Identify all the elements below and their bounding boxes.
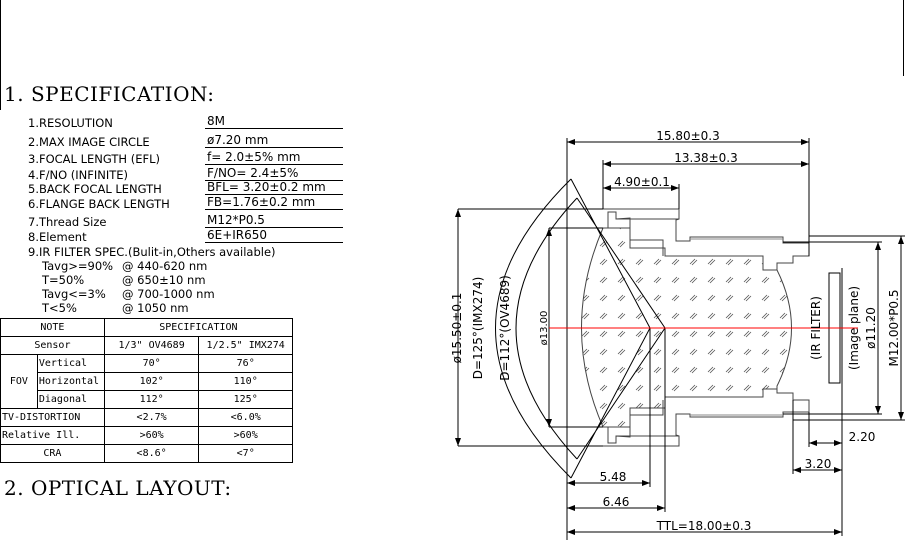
spec-value: BFL= 3.20±0.2 mm xyxy=(205,181,343,195)
dim-2-20: 2.20 xyxy=(849,430,876,444)
fov-label: FOV xyxy=(0,354,38,409)
spec-value: f= 2.0±5% mm xyxy=(205,151,343,165)
layout-title: 2. OPTICAL LAYOUT: xyxy=(4,476,232,500)
spec-label: 8.Element xyxy=(28,230,87,244)
dim-fov-125: D=125°(IMX274) xyxy=(471,277,485,380)
right-border xyxy=(903,0,904,76)
spec-value: M12*P0.5 xyxy=(205,214,343,228)
dim-6-46: 6.46 xyxy=(603,495,630,509)
spec-value: ø7.20 mm xyxy=(205,134,343,148)
dim-15-50: ø15.50±0.1 xyxy=(450,293,464,364)
ir-title: 9.IR FILTER SPEC.(Bulit-in,Others availa… xyxy=(28,245,276,259)
spec-label: 5.BACK FOCAL LENGTH xyxy=(28,182,162,196)
ir-wavelength: @ 1050 nm xyxy=(122,301,189,315)
dim-m12: M12.00*P0.5 xyxy=(887,289,901,366)
ir-condition: T=50% xyxy=(42,273,85,287)
cra-label: CRA xyxy=(0,444,105,463)
fov-arc-125 xyxy=(495,178,572,479)
dim-13-00: ø13.00 xyxy=(539,311,550,346)
dimension-labels: 15.80±0.3 13.38±0.3 4.90±0.1 ø15.50±0.1 … xyxy=(450,129,901,533)
ir-condition: Tavg<=3% xyxy=(42,287,106,301)
dim-3-20: 3.20 xyxy=(805,457,832,471)
ir-condition: T<5% xyxy=(42,301,77,315)
dim-13-38: 13.38±0.3 xyxy=(674,151,738,165)
dim-15-80: 15.80±0.3 xyxy=(656,129,720,143)
ir-condition: Tavg>=90% xyxy=(42,259,114,273)
spec-value: FB=1.76±0.2 mm xyxy=(205,196,343,210)
dim-ttl: TTL=18.00±0.3 xyxy=(656,519,752,533)
ir-wavelength: @ 700-1000 nm xyxy=(122,287,215,301)
spec-label: 4.F/NO (INFINITE) xyxy=(28,168,129,182)
image-plane-label: (Image plane) xyxy=(847,286,861,370)
left-border xyxy=(0,0,1,110)
dim-4-90: 4.90±0.1 xyxy=(614,175,670,189)
ir-wavelength: @ 440-620 nm xyxy=(122,259,208,273)
dim-fov-112: D=112°(OV4689) xyxy=(498,275,512,381)
ir-filter-label: (IR FILTER) xyxy=(809,296,823,360)
spec-title: 1. SPECIFICATION: xyxy=(4,82,215,106)
spec-value: 6E+IR650 xyxy=(205,229,343,243)
spec-value: F/NO= 2.4±5% xyxy=(205,167,343,181)
dim-5-48: 5.48 xyxy=(600,470,627,484)
spec-label: 3.FOCAL LENGTH (EFL) xyxy=(28,152,160,166)
spec-value: 8M xyxy=(205,115,343,129)
spec-label: 7.Thread Size xyxy=(28,215,107,229)
spec-label: 2.MAX IMAGE CIRCLE xyxy=(28,135,150,149)
spec-label: 1.RESOLUTION xyxy=(28,116,113,130)
ir-wavelength: @ 650±10 nm xyxy=(122,273,206,287)
spec-label: 6.FLANGE BACK LENGTH xyxy=(28,197,170,211)
cra-value: <7° xyxy=(198,444,293,463)
dim-11-20: ø11.20 xyxy=(864,307,878,349)
